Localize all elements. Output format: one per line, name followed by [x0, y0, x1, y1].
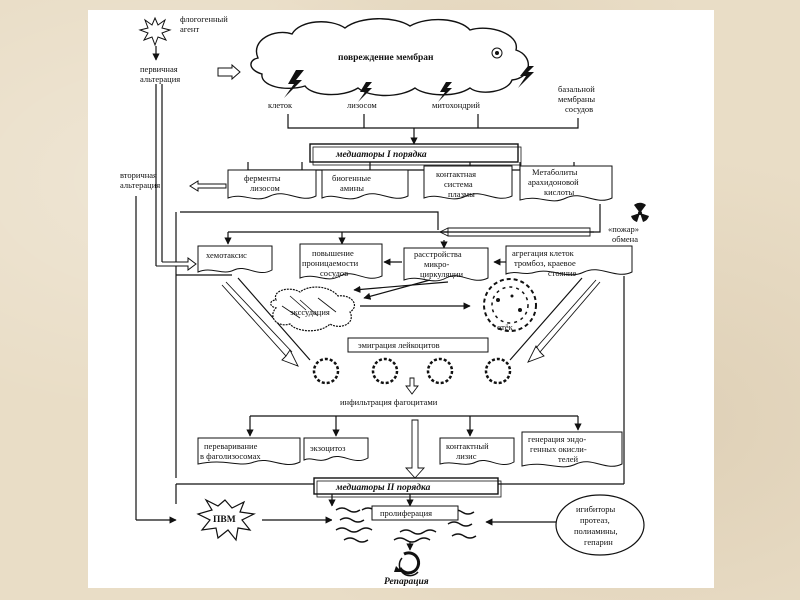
radiation-icon — [631, 202, 649, 222]
membrane-damage-label: повреждение мембран — [338, 52, 434, 63]
secondary-alteration-label: вторичная альтерация — [120, 170, 160, 190]
phagocyte-infiltration-label: инфильтрация фагоцитами — [340, 397, 438, 407]
primary-double-line — [155, 84, 163, 266]
lightning-bolts — [284, 66, 534, 102]
leukocyte-emigration-label: эмиграция лейкоцитов — [358, 340, 440, 350]
edema-blob — [483, 278, 537, 332]
exchange-fire-label: «пожар»обмена — [608, 224, 639, 244]
enzymes-box — [227, 169, 317, 200]
contact-system-box — [423, 165, 513, 200]
contact-lysis-box — [439, 437, 515, 466]
edema-label: отёк — [497, 322, 514, 332]
mediators-2-shadow — [316, 480, 502, 498]
arrow-micro-to-exudation — [363, 279, 431, 300]
mediators-2-box — [313, 477, 499, 495]
hollow-arrow-aggregation — [527, 281, 601, 363]
oxidants-box — [521, 431, 623, 468]
aggregation-box — [505, 245, 633, 276]
cells-label: клеток — [268, 100, 293, 110]
mediators-1-branches — [247, 162, 575, 171]
chemotaxis-label: хемотаксис — [206, 250, 247, 260]
hollow-arrow-secondary — [189, 180, 227, 192]
pvm-star — [196, 498, 256, 542]
membrane-damage-cloud — [250, 18, 529, 97]
reparation-label: Репарация — [384, 577, 429, 587]
collector-bracket — [287, 114, 579, 129]
leukocyte-cells — [312, 357, 512, 385]
pvm-label: ПВМ — [213, 515, 236, 525]
phlogogenic-agent-star — [138, 16, 172, 47]
loop-line-top — [180, 211, 439, 230]
chemotaxis-box — [197, 245, 273, 274]
mediators-2-label: медиаторы II порядка — [335, 482, 431, 493]
hollow-arrow-to-mediators-2 — [404, 419, 426, 479]
exudation-label: экссудация — [290, 307, 330, 317]
proliferation-label: пролиферация — [380, 508, 432, 518]
hollow-arrow-to-infiltration — [405, 377, 419, 395]
leukocyte-emigration-box — [347, 337, 489, 353]
exudation-cloud — [270, 286, 355, 332]
oxidants-label: генерация эндо-генных окисли-телей — [528, 434, 587, 464]
mediators-1-box — [309, 143, 519, 163]
reparation-cycle-icon — [394, 551, 421, 577]
lysosomes-label: лизосом — [347, 100, 377, 110]
hollow-arrow-chemotaxis — [221, 284, 299, 367]
phlogogenic-agent-label: флогогенный агент — [180, 14, 230, 34]
mitochondria-label: митохондрий — [432, 100, 480, 110]
proliferation-box — [371, 505, 459, 521]
hollow-arrow-chemotaxis-line — [225, 281, 293, 353]
hollow-arrow-aggregation-line — [535, 279, 597, 349]
mediators-1-shadow — [312, 146, 522, 166]
swirl-icon-center — [495, 51, 499, 55]
arachidonic-box — [519, 165, 613, 202]
primary-alteration-label: первичная альтерация — [140, 64, 180, 84]
biogenic-amines-box — [321, 169, 409, 200]
permeability-box — [299, 243, 383, 280]
digestion-box — [197, 437, 301, 466]
microcirculation-box — [403, 247, 489, 282]
hollow-arrow-to-cloud — [217, 63, 241, 81]
hollow-arrow-to-chemotaxis — [156, 257, 197, 271]
mediators-1-label: медиаторы I порядка — [335, 149, 427, 160]
arrow-micro-to-exudation-2 — [353, 281, 449, 294]
basement-membrane-label: базальной мембраны сосудов — [558, 84, 597, 114]
inhibitors-oval — [555, 494, 645, 556]
exocytosis-label: экзоцитоз — [310, 443, 346, 453]
exocytosis-box — [303, 437, 369, 462]
